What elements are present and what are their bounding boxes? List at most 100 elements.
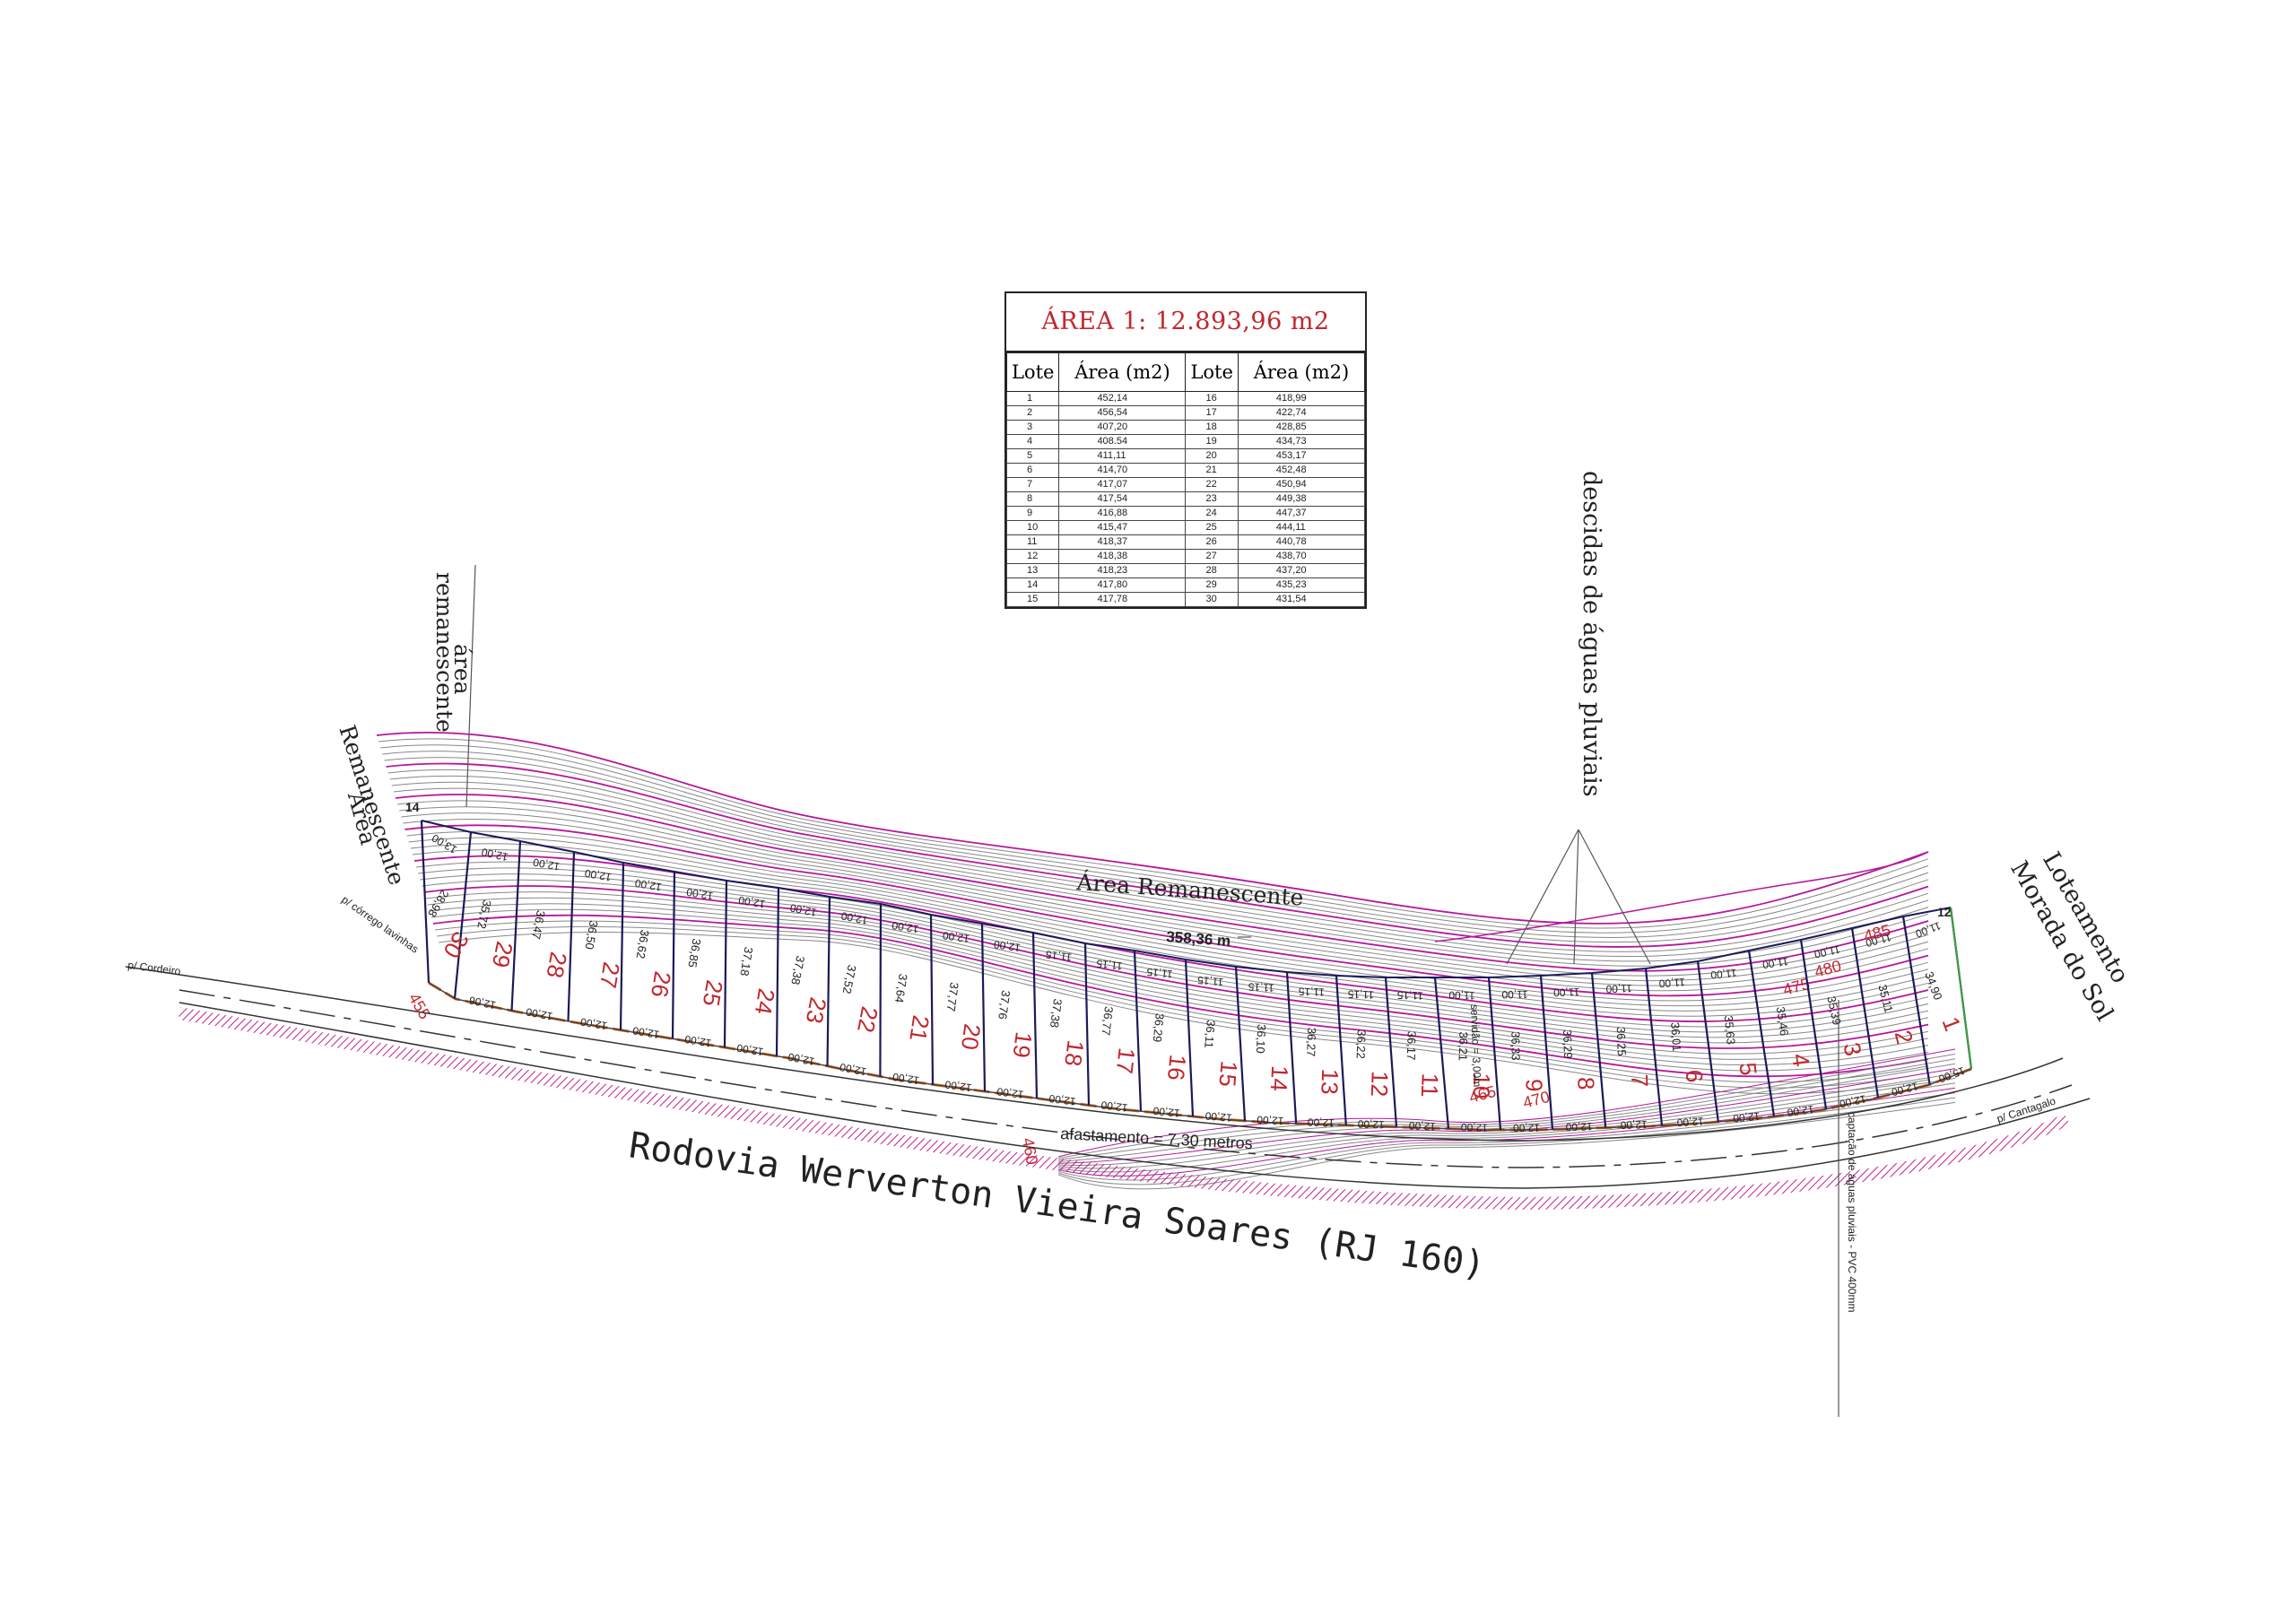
lot-front-dim: 12,00: [1152, 1105, 1181, 1120]
marker-right: 12: [1937, 905, 1952, 919]
lot-number-cell: 23: [1185, 491, 1239, 507]
lot-number: 11: [1416, 1073, 1444, 1098]
lot-number: 19: [1007, 1030, 1038, 1060]
contour-line: [427, 897, 1929, 1060]
lot-number-cell: 28: [1185, 563, 1239, 578]
lot-front-dim: 12,00: [1890, 1080, 1919, 1099]
lot-depth-dim: 36,22: [1354, 1029, 1369, 1059]
lot-depth-dim: 36,29: [1151, 1012, 1167, 1043]
lot-area-cell: 418,99: [1237, 391, 1366, 406]
lot-back-dim: 11,00: [1761, 955, 1789, 971]
contour-line: [403, 818, 1929, 992]
lot-depth-dim: 35,63: [1722, 1015, 1738, 1046]
lot-number-cell: 3: [1005, 420, 1060, 435]
header-lote: Lote: [1005, 352, 1060, 392]
length-label: 358,36 m: [1166, 928, 1231, 950]
contour-line: [439, 931, 1929, 1095]
lot-back-dim: 12,00: [685, 886, 714, 903]
lot-depth-dim: 36,10: [1254, 1024, 1269, 1054]
lot-area-cell: 417,07: [1058, 477, 1187, 492]
lot-back-dim: 12,00: [788, 901, 817, 919]
lot-front-dim: 12,00: [1513, 1122, 1540, 1134]
lot-number: 24: [750, 986, 780, 1016]
header-lote: Lote: [1185, 352, 1239, 392]
lot-depth-dim: 36,29: [1561, 1029, 1575, 1059]
lot-divider: [723, 880, 728, 1048]
lot-area-cell: 418,23: [1058, 563, 1187, 578]
lot-back-dim: 11,00: [1605, 982, 1632, 995]
lot-depth-dim: 37,38: [788, 955, 807, 986]
lot-number: 20: [956, 1022, 987, 1052]
contour-line: [397, 800, 1929, 977]
lot-area-cell: 415,47: [1058, 520, 1187, 535]
cantagalo-label: p/ Cantagalo: [1996, 1094, 2057, 1125]
lot-area-cell: 452,48: [1237, 463, 1366, 478]
lot-number-cell: 6: [1005, 463, 1060, 478]
contour-line: [389, 775, 1929, 958]
lot-front-dim: 12,00: [735, 1041, 764, 1058]
lot-divider: [420, 820, 430, 984]
lot-number-cell: 14: [1005, 578, 1060, 593]
contour-line: [386, 762, 1929, 948]
contour-line: [420, 873, 1929, 1038]
lot-number: 16: [1162, 1054, 1192, 1082]
lot-front-dim: 12,00: [1460, 1121, 1488, 1134]
lot-front-dim: 12,00: [579, 1015, 608, 1032]
lot-back-dim: 12,00: [993, 938, 1022, 954]
east-boundary: [1950, 907, 1972, 1070]
lot-front-dim: 12,00: [683, 1033, 712, 1050]
lot-depth-dim: 37,64: [892, 973, 910, 1003]
lot-divider: [453, 831, 473, 999]
lot-depth-dim: 37,38: [1048, 998, 1065, 1029]
contour-line: [378, 738, 1929, 929]
area-table-title: ÁREA 1: 12.893,96 m2: [1006, 293, 1365, 352]
lot-number-cell: 21: [1185, 463, 1239, 478]
road-edge-south: [178, 1002, 2091, 1189]
lot-area-cell: 447,37: [1237, 506, 1366, 521]
lot-number-cell: 1: [1005, 391, 1060, 406]
lot-front-dim: 12,00: [1408, 1119, 1436, 1133]
lot-number: 4: [1787, 1052, 1815, 1069]
lot-depth-dim: 36,25: [1614, 1027, 1629, 1056]
contour-line: [401, 812, 1929, 986]
lot-number-cell: 12: [1005, 549, 1060, 564]
lot-number-cell: 7: [1005, 477, 1060, 492]
lot-depth-dim: 36,11: [1202, 1020, 1218, 1049]
lot-area-cell: 422,74: [1237, 405, 1366, 421]
lot-area-cell: 438,70: [1237, 549, 1366, 564]
lot-divider: [1850, 927, 1880, 1099]
contour-line: [399, 806, 1929, 982]
lot-divider: [879, 903, 883, 1077]
contour-line: [422, 879, 1929, 1044]
lot-divider: [619, 862, 625, 1030]
lot-area-cell: 416,88: [1058, 506, 1187, 521]
lot-depth-dim: 37,77: [944, 982, 961, 1012]
lot-back-dim: 11,15: [1095, 957, 1123, 972]
contour-line: [432, 914, 1929, 1078]
lot-area-cell: 417,80: [1058, 578, 1187, 593]
lot-number-cell: 29: [1185, 578, 1239, 593]
lot-divider: [1083, 942, 1091, 1106]
plan-labels: Área Remanescente Rodovia Werverton Viei…: [127, 800, 2057, 1286]
contour-line: [380, 744, 1929, 934]
lot-area-cell: 418,37: [1058, 534, 1187, 550]
lot-back-dim: 11,00: [1914, 919, 1944, 940]
lot-number-cell: 10: [1005, 520, 1060, 535]
descidas-label: descidas de águas pluviais: [1578, 471, 1605, 797]
lot-divider: [1696, 960, 1719, 1123]
area-remanescente-vertical-2: remanescente: [431, 572, 457, 733]
lot-number: 9: [1520, 1079, 1547, 1092]
lot-divider: [567, 851, 576, 1021]
lot-depth-dim: 35,39: [1824, 994, 1844, 1026]
lot-area-cell: 440,78: [1237, 534, 1366, 550]
lot-back-dim: 11,00: [1553, 986, 1580, 999]
lot-back-dim: 11,15: [1298, 985, 1325, 998]
lot-front-dim: 12,00: [1786, 1103, 1814, 1119]
lot-area-cell: 414,70: [1058, 463, 1187, 478]
